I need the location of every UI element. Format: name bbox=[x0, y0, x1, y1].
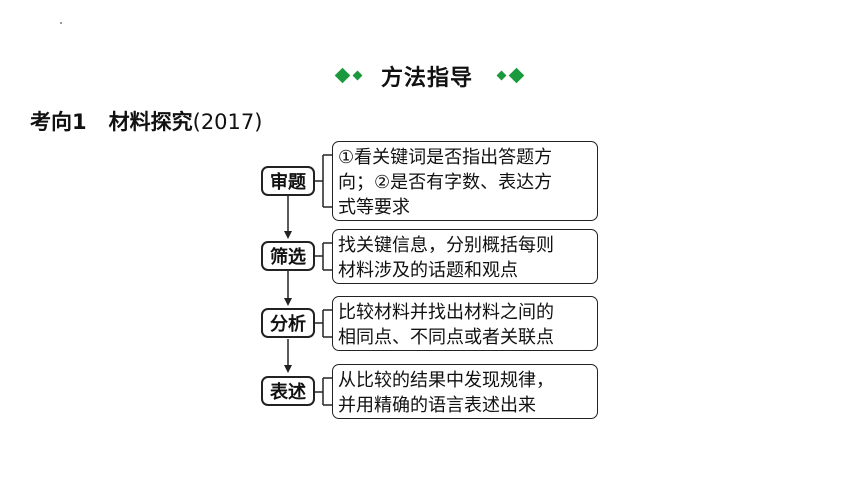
step-desc-fenxi: 比较材料并找出材料之间的 相同点、不同点或者关联点 bbox=[332, 296, 598, 351]
step-desc-shenti: ①看关键词是否指出答题方 向；②是否有字数、表达方 式等要求 bbox=[332, 141, 598, 221]
step-desc-shaixuan: 找关键信息，分别概括每则 材料涉及的话题和观点 bbox=[332, 229, 598, 284]
desc-line: 比较材料并找出材料之间的 bbox=[338, 302, 554, 323]
desc-line: 找关键信息，分别概括每则 bbox=[338, 235, 554, 256]
heading-title: 方法指导 bbox=[381, 66, 474, 91]
desc-line: 相同点、不同点或者关联点 bbox=[338, 327, 554, 348]
section-year: (2017) bbox=[192, 110, 263, 134]
arrow-head-icon bbox=[284, 298, 292, 306]
step-box-fenxi: 分析 bbox=[261, 308, 315, 338]
step-box-shenti: 审题 bbox=[261, 166, 315, 196]
section-label: 考向1 bbox=[30, 110, 87, 134]
desc-line: ①看关键词是否指出答题方 bbox=[338, 147, 553, 168]
desc-line: 从比较的结果中发现规律， bbox=[338, 370, 554, 391]
desc-line: 材料涉及的话题和观点 bbox=[338, 260, 518, 281]
desc-line: 向；②是否有字数、表达方 bbox=[338, 172, 553, 193]
section-topic: 材料探究 bbox=[108, 110, 193, 134]
step-box-biaoshu: 表述 bbox=[261, 376, 315, 406]
desc-line: 并用精确的语言表述出来 bbox=[338, 395, 536, 416]
step-desc-biaoshu: 从比较的结果中发现规律， 并用精确的语言表述出来 bbox=[332, 364, 598, 419]
arrow-head-icon bbox=[284, 365, 292, 373]
desc-line: 式等要求 bbox=[338, 197, 410, 218]
step-box-shaixuan: 筛选 bbox=[261, 241, 315, 271]
method-heading: 方法指导 bbox=[0, 58, 860, 94]
decorative-dot bbox=[60, 22, 62, 24]
arrow-head-icon bbox=[284, 231, 292, 239]
section-title: 考向1 材料探究(2017) bbox=[30, 106, 262, 136]
